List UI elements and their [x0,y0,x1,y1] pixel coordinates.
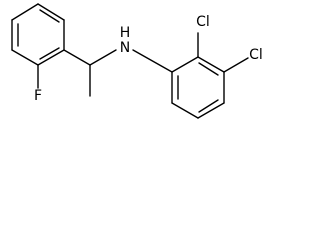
double-bond-inner [198,99,219,113]
double-bond-inner [198,62,219,76]
dichlorophenyl-ring [171,56,225,119]
nitrogen-label: N [120,40,130,56]
bond [37,3,65,21]
bond [197,56,225,73]
double-bond-inner [39,47,60,60]
bond [11,49,39,66]
bond-ring-ch [63,49,91,66]
fluorophenyl-ring [11,3,65,66]
structure-drawing: F H N Cl Cl [11,3,263,119]
fluorine-label: F [34,88,42,104]
chlorine-3-label: Cl [249,47,263,63]
bond-c3-cl [223,57,249,73]
bond [197,102,225,119]
bond [11,3,39,21]
double-bond-inner [39,9,60,23]
bond [171,102,199,119]
bond-n-ring [132,49,173,73]
chlorine-2-label: Cl [196,14,210,30]
nitrogen-h-label: H [120,25,131,41]
molecule-diagram: F H N Cl Cl [11,3,263,119]
bond-ch-n [89,49,117,66]
bond [37,49,65,66]
bond [171,56,199,73]
